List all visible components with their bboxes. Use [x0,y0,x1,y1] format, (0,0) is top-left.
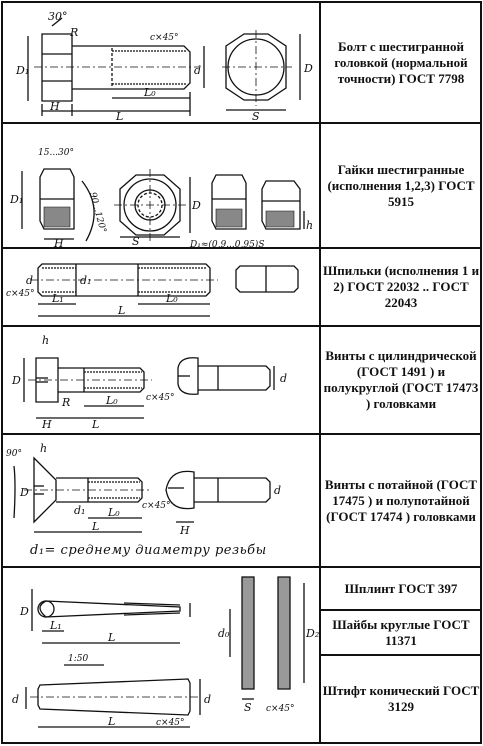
dim-chamfer-angle: 15...30° [38,148,74,158]
dim-washer-d2: D₂ [305,627,319,640]
dim-washer-chamfer: c×45° [266,704,295,714]
dim-screw-length: L [91,418,99,431]
dim-nut-across-flats: S [132,235,140,247]
dim-washer-s: S [244,701,252,714]
washers-title: Шайбы круглые ГОСТ 11371 [332,616,470,648]
dim-screw-d: d [280,372,287,385]
dim-across-flats: S [252,110,260,121]
dim-cotter-l1: L₁ [49,619,62,632]
screw-countersunk-drawing: 90° h D d₁ c×45° L₀ L d H [4,438,320,538]
dim-stud-length: L [117,304,125,317]
dim-screw-chamfer: c×45° [146,393,175,403]
nuts-title: Гайки шестигранные (исполнения 1,2,3) ГО… [327,161,475,209]
dim-chamfer-height: h [306,219,313,232]
row-studs: c×45° d₁ d L₁ L₀ L Шпильки (исполнения 1… [0,248,483,326]
dim-cotter-d: D [19,605,29,618]
dim-cs-l0: L₀ [107,506,120,519]
dim-cs-head-h: H [179,524,190,537]
screws-cylinder-title: Винты с цилиндрической (ГОСТ 1491 ) и по… [323,348,479,411]
dim-taper-ratio: 1:50 [68,654,88,664]
dim-taper-chamfer: c×45° [156,718,185,728]
dim-nut-diameter: D [191,199,201,212]
dim-stud-l1: L₁ [51,292,64,305]
dim-stud-chamfer: c×45° [6,289,35,299]
dim-taper-length: L [107,715,115,728]
dim-radius: R [69,26,78,39]
dim-screw-head-h: H [41,418,52,431]
dim-cs-length: L [91,520,99,533]
bolt-drawing: 30° R c×45° D₁ d H L₀ L D S [4,6,320,121]
dim-screw-l0: L₀ [105,394,118,407]
dim-thread-diameter: d [194,64,201,77]
dim-screw-head-d: D [11,374,21,387]
dim-cs-head-d: D [19,486,29,499]
screw-cylinder-drawing: h D R c×45° L₀ H L d [4,330,320,432]
taper-pin-title: Штифт конический ГОСТ 3129 [322,683,480,714]
dim-angle: 30° [48,10,68,23]
dim-stud-d1: d₁ [80,274,91,287]
dim-length: L [115,110,123,121]
row-screws-cylinder: h D R c×45° L₀ H L d Винты с цилиндричес… [0,326,483,434]
dim-taper-small-d: d [12,693,19,706]
cotter-pin-title: Шплинт ГОСТ 397 [344,580,458,596]
dim-stud-d: d [26,274,33,287]
dim-cs-d: d [274,484,281,497]
label-bolt: Болт с шестигранной головкой (нормальной… [322,2,480,123]
studs-title: Шпильки (исполнения 1 и 2) ГОСТ 22032 ..… [322,263,480,310]
dim-nut-height: H [53,237,64,247]
label-screws-cylinder: Винты с цилиндрической (ГОСТ 1491 ) и по… [322,326,480,434]
row-pins-washers: D L₁ L d₀ D₂ S c×45° 1:50 d d L c×45° Шп… [0,567,483,743]
dim-chamfer: c×45° [150,33,179,43]
label-studs: Шпильки (исполнения 1 и 2) ГОСТ 22032 ..… [322,248,480,326]
dim-cs-h: h [40,442,47,455]
bolt-title: Болт с шестигранной головкой (нормальной… [334,38,468,86]
dim-cs-d1: d₁ [74,504,85,517]
label-taper-pin: Штифт конический ГОСТ 3129 [322,655,480,743]
label-washers: Шайбы круглые ГОСТ 11371 [322,610,480,655]
dim-countersink-angle: 90° [6,449,22,459]
nut-drawing: 15...30° 90...120° D₁ H D S D₁≈(0,9...0,… [4,129,320,247]
dim-hex-diameter: D [303,62,313,75]
dim-screw-radius: R [61,396,70,409]
label-nuts: Гайки шестигранные (исполнения 1,2,3) ГО… [322,123,480,248]
label-cotter-pin: Шплинт ГОСТ 397 [322,567,480,610]
row-bolt: 30° R c×45° D₁ d H L₀ L D S Болт с шести… [0,2,483,123]
dim-screw-h: h [42,334,49,347]
stud-drawing: c×45° d₁ d L₁ L₀ L [4,252,320,324]
label-screws-countersunk: Винты с потайной (ГОСТ 17475 ) и полупот… [322,434,480,567]
screws-countersunk-title: Винты с потайной (ГОСТ 17475 ) и полупот… [324,476,478,524]
row-screws-countersunk: 90° h D d₁ c×45° L₀ L d H d₁= среднему д… [0,434,483,567]
dim-bearing-formula: D₁≈(0,9...0,95)S [189,239,265,247]
dim-stud-l0: L₀ [165,292,178,305]
dim-taper-large-d: d [204,693,211,706]
dim-bearing-angle: 90...120° [87,191,107,234]
dim-cotter-length: L [107,631,115,644]
dim-bearing-diameter: D₁ [9,193,23,206]
dim-head-height: H [49,100,60,113]
dim-washer-d0: d₀ [218,627,230,640]
thread-diameter-note: d₁= среднему диаметру резьбы [30,543,267,558]
dim-head-diameter: D₁ [15,64,29,77]
dim-cs-chamfer: c×45° [142,501,171,511]
dim-thread-length: L₀ [143,86,156,99]
pins-washers-drawing: D L₁ L d₀ D₂ S c×45° 1:50 d d L c×45° [4,573,320,741]
row-nuts: 15...30° 90...120° D₁ H D S D₁≈(0,9...0,… [0,123,483,248]
